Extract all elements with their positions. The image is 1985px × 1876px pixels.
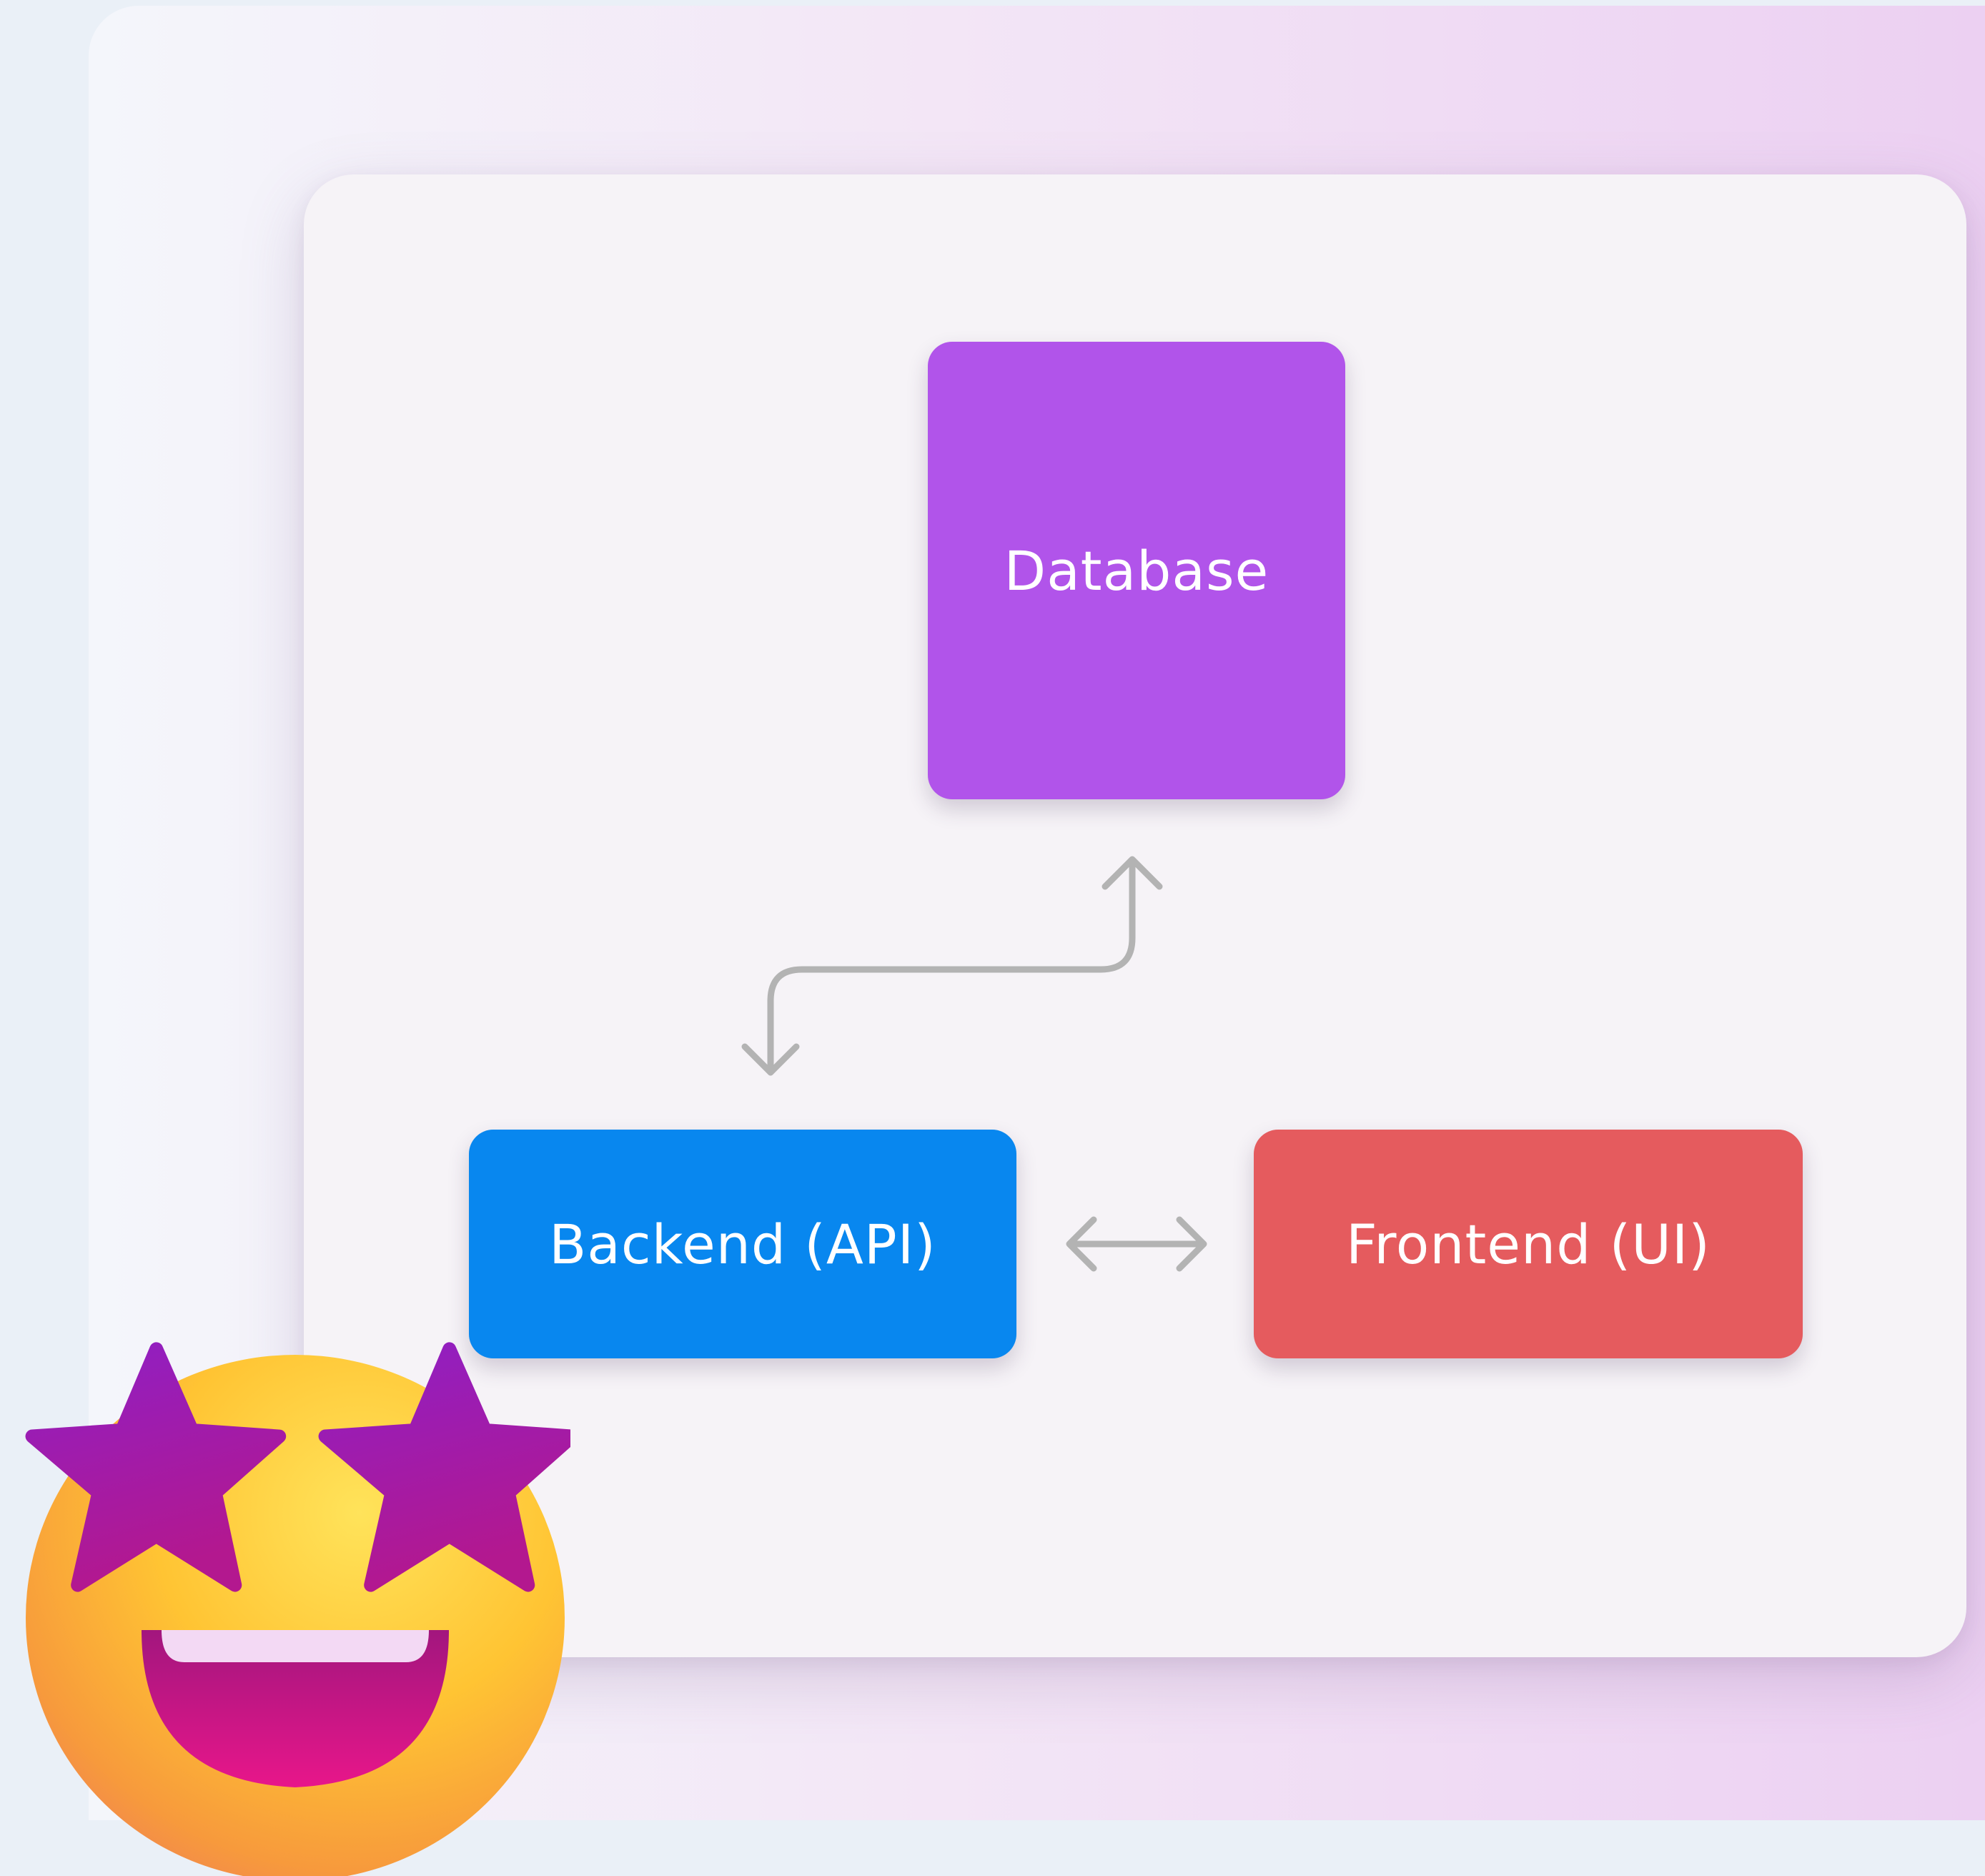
node-database[interactable]: Database [928, 342, 1345, 799]
node-backend[interactable]: Backend (API) [469, 1130, 1016, 1358]
node-frontend[interactable]: Frontend (UI) [1254, 1130, 1803, 1358]
emoji-teeth [162, 1630, 429, 1662]
emoji-star-right [318, 1342, 570, 1592]
star-struck-face-icon [25, 1342, 570, 1876]
emoji-mouth [142, 1630, 449, 1787]
node-backend-label: Backend (API) [549, 1212, 936, 1276]
emoji-star-left [25, 1342, 287, 1592]
node-database-label: Database [1004, 538, 1269, 603]
node-frontend-label: Frontend (UI) [1346, 1212, 1711, 1276]
